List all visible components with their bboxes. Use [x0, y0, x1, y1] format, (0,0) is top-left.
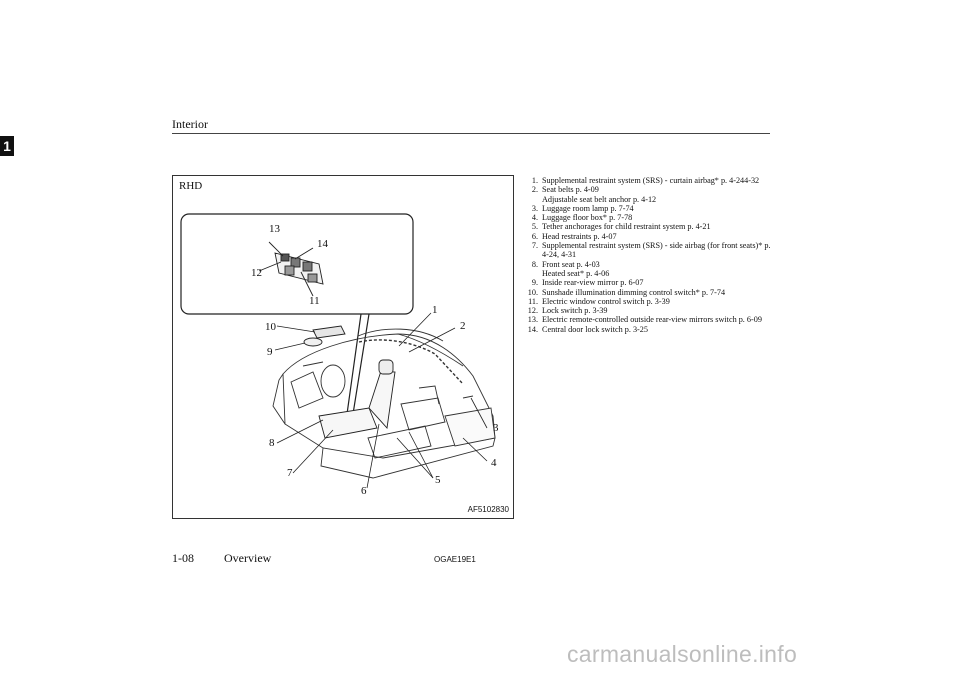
- callout-13: 13: [269, 223, 280, 235]
- list-item: 3.Luggage room lamp p. 7-74: [531, 203, 634, 213]
- inset-pointer: [346, 313, 370, 415]
- header-rule: [172, 133, 770, 134]
- dashboard: [290, 361, 346, 409]
- footer-page-number: 1-08: [172, 551, 194, 565]
- footer-doc-code: OGAE19E1: [434, 555, 476, 564]
- watermark: carmanualsonline.info: [567, 641, 798, 667]
- callout-5: 5: [435, 474, 441, 486]
- luggage-area: [444, 395, 496, 447]
- callout-10: 10: [265, 321, 276, 333]
- window-switch-panel: [258, 241, 324, 297]
- leader-lines: [274, 312, 488, 489]
- list-item: 14.Central door lock switch p. 3-25: [527, 324, 648, 334]
- callout-11: 11: [309, 295, 320, 307]
- front-seat: [318, 359, 396, 439]
- component-list: 1.Supplemental restraint system (SRS) - …: [514, 176, 774, 334]
- callout-3: 3: [493, 422, 499, 434]
- chapter-tab: 1: [0, 136, 14, 156]
- list-item: 4.Luggage floor box* p. 7-78: [531, 213, 633, 223]
- footer-section-title: Overview: [224, 551, 272, 565]
- callout-4: 4: [491, 457, 497, 469]
- list-item: 5.Tether anchorages for child restraint …: [531, 222, 711, 232]
- callout-8: 8: [269, 437, 275, 449]
- callout-2: 2: [460, 320, 466, 332]
- rear-seats: [367, 385, 446, 459]
- callout-1: 1: [432, 304, 438, 316]
- figure-rhd-label: RHD: [179, 180, 203, 192]
- sunshade-and-mirror: [303, 325, 346, 347]
- list-item: 9.Inside rear-view mirror p. 6-07: [531, 278, 644, 288]
- callout-6: 6: [361, 485, 367, 497]
- list-item: 1.Supplemental restraint system (SRS) - …: [531, 176, 760, 185]
- list-item: 11.Electric window control switch p. 3-3…: [528, 296, 670, 306]
- list-item: 12.Lock switch p. 3-39: [527, 306, 608, 316]
- interior-illustration: RHD 13 14 12 11 1 2 10 9 3 8 4 7 5 6 AF5…: [172, 175, 514, 519]
- list-item: 6.Head restraints p. 4-07: [531, 231, 617, 241]
- callout-12: 12: [251, 267, 262, 279]
- curtain-airbag-line: [358, 339, 464, 385]
- callout-14: 14: [317, 238, 328, 250]
- list-item: 10.Sunshade illumination dimming control…: [527, 287, 726, 297]
- car-interior-drawing: [180, 213, 496, 489]
- figure-code: AF5102830: [467, 505, 509, 514]
- list-item: 13.Electric remote-controlled outside re…: [527, 315, 762, 325]
- callout-7: 7: [287, 467, 293, 479]
- switch-inset-box: [180, 213, 414, 315]
- page-header-title: Interior: [172, 117, 208, 131]
- callout-9: 9: [267, 346, 273, 358]
- list-item: 7.Supplemental restraint system (SRS) - …: [531, 241, 771, 260]
